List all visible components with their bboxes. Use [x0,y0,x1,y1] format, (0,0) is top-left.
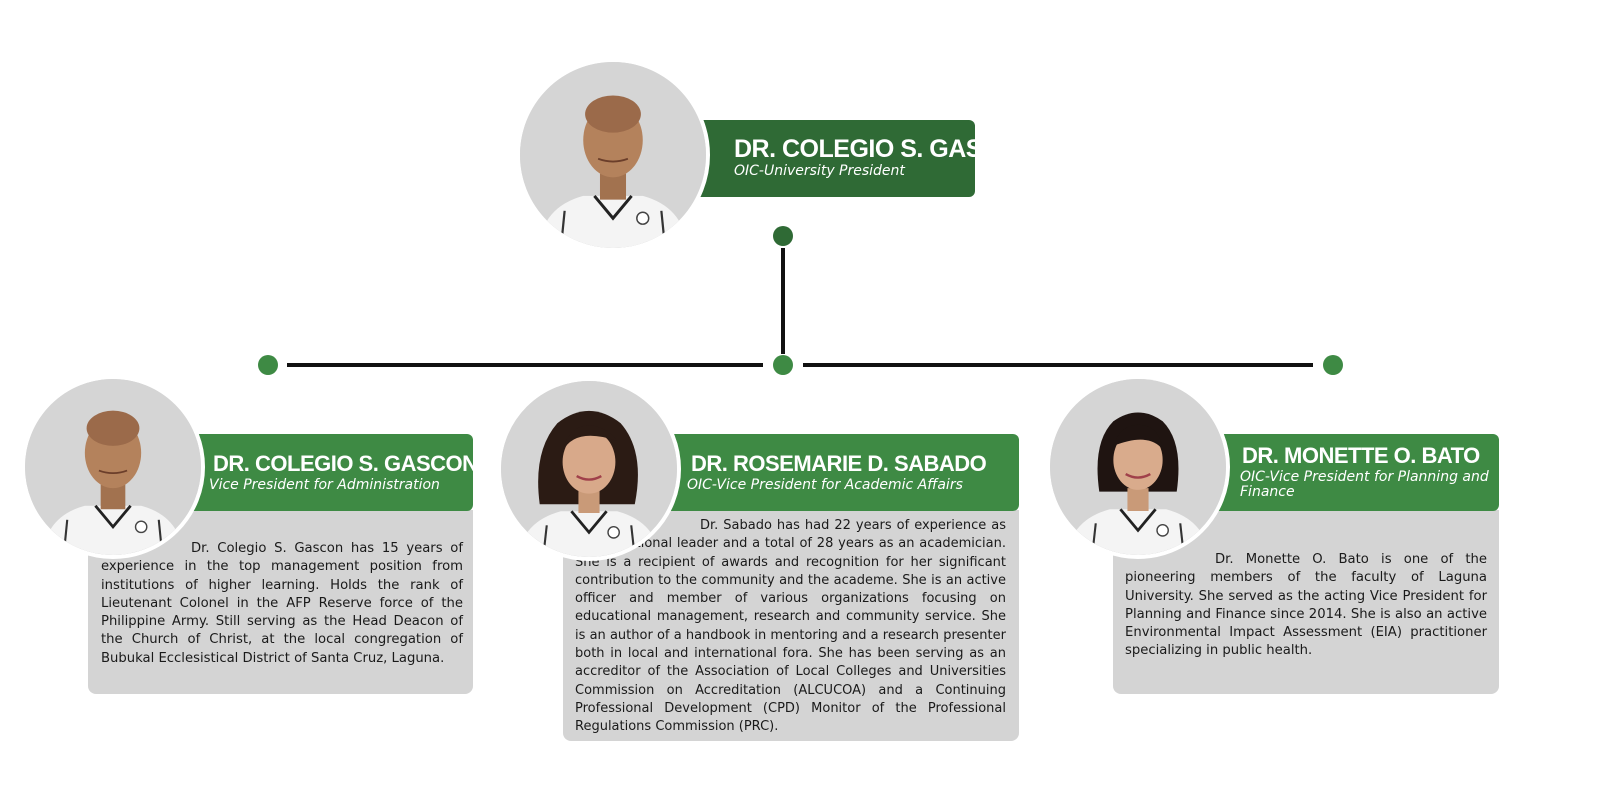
man-portrait-icon [25,379,201,555]
vp-academic-description: Dr. Sabado has had 22 years of experienc… [563,510,1019,741]
vp-academic-name-bar: DR. ROSEMARIE D. SABADO OIC-Vice Preside… [665,434,1019,511]
vp-administration-title: Vice President for Administration [209,477,440,493]
connector-dot-right [1323,355,1343,375]
president-title: OIC-University President [734,163,905,179]
vp-administration-name-bar: DR. COLEGIO S. GASCON Vice President for… [190,434,478,511]
vp-academic-title: OIC-Vice President for Academic Affairs [687,477,963,493]
woman-portrait-icon [501,381,677,557]
president-name: DR. COLEGIO S. GASCON [734,135,1037,163]
man-portrait-icon [520,62,706,248]
vp-academic-name: DR. ROSEMARIE D. SABADO [691,451,987,476]
president-name-bar: DR. COLEGIO S. GASCON OIC-University Pre… [690,120,1037,197]
vp-planning-title: OIC-Vice President for Planning and Fina… [1240,469,1489,500]
vp-planning-photo [1046,375,1230,559]
connector-dot-top [773,226,793,246]
vp-planning-name-bar: DR. MONETTE O. BATO OIC-Vice President f… [1215,434,1499,511]
vp-planning-name: DR. MONETTE O. BATO [1242,443,1480,468]
connector-horizontal-line-left [287,363,763,367]
vp-administration-name: DR. COLEGIO S. GASCON [213,451,478,476]
connector-vertical-line [781,248,785,354]
president-photo [516,58,710,252]
vp-academic-photo [497,377,681,561]
vp-administration-photo [21,375,205,559]
connector-dot-left [258,355,278,375]
connector-dot-center [773,355,793,375]
connector-horizontal-line-right [803,363,1313,367]
woman-portrait-icon [1050,379,1226,555]
